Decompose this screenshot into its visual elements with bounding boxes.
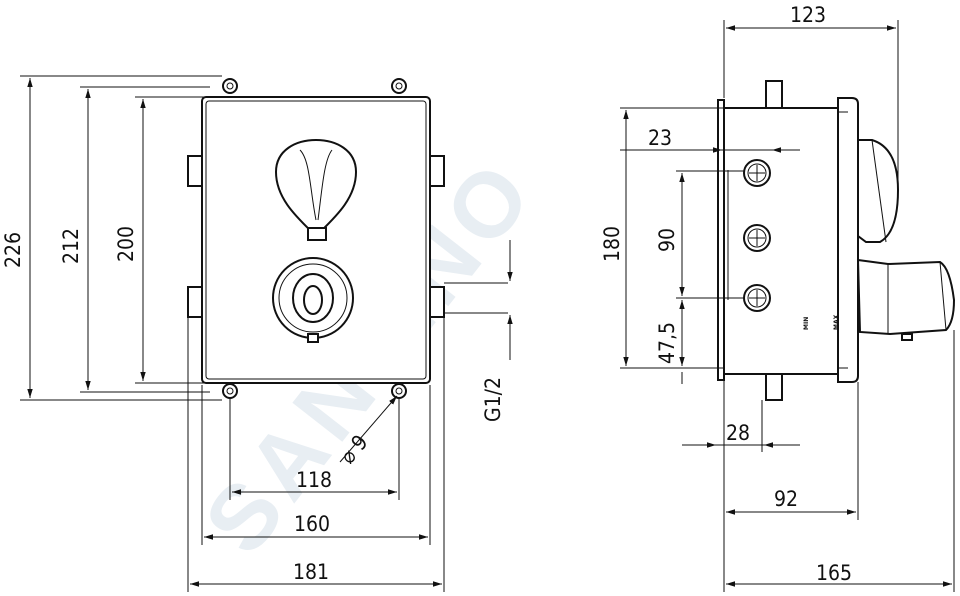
dim-92: 92 <box>774 487 798 511</box>
dim-160: 160 <box>294 512 330 536</box>
label-min: MIN <box>803 317 810 330</box>
diverter-knob <box>272 257 354 343</box>
side-view: MIN MAX 123 23 180 90 <box>600 3 956 592</box>
dim-181: 181 <box>293 560 329 584</box>
dim-thread: G1/2 <box>481 377 505 422</box>
dim-200: 200 <box>114 226 138 262</box>
knob-side <box>856 258 956 341</box>
dim-180: 180 <box>600 226 624 262</box>
dim-90: 90 <box>655 228 679 252</box>
flange <box>837 97 859 383</box>
label-max: MAX <box>833 314 840 330</box>
handle-side <box>857 139 900 243</box>
dim-226: 226 <box>1 232 25 268</box>
dim-23: 23 <box>648 126 672 150</box>
front-view: 226 212 200 118 160 181 ⌀ 9 G1/2 <box>1 75 513 592</box>
mixer-handle <box>274 138 358 241</box>
screws <box>743 159 771 312</box>
dim-165: 165 <box>816 561 852 585</box>
pipe-stubs <box>187 155 508 318</box>
housing <box>723 107 839 375</box>
mounting-holes <box>222 78 407 399</box>
dim-47-5: 47,5 <box>655 322 679 364</box>
dim-212: 212 <box>59 228 83 264</box>
dim-28: 28 <box>726 421 750 445</box>
dim-118: 118 <box>296 468 332 492</box>
dim-123: 123 <box>790 3 826 27</box>
